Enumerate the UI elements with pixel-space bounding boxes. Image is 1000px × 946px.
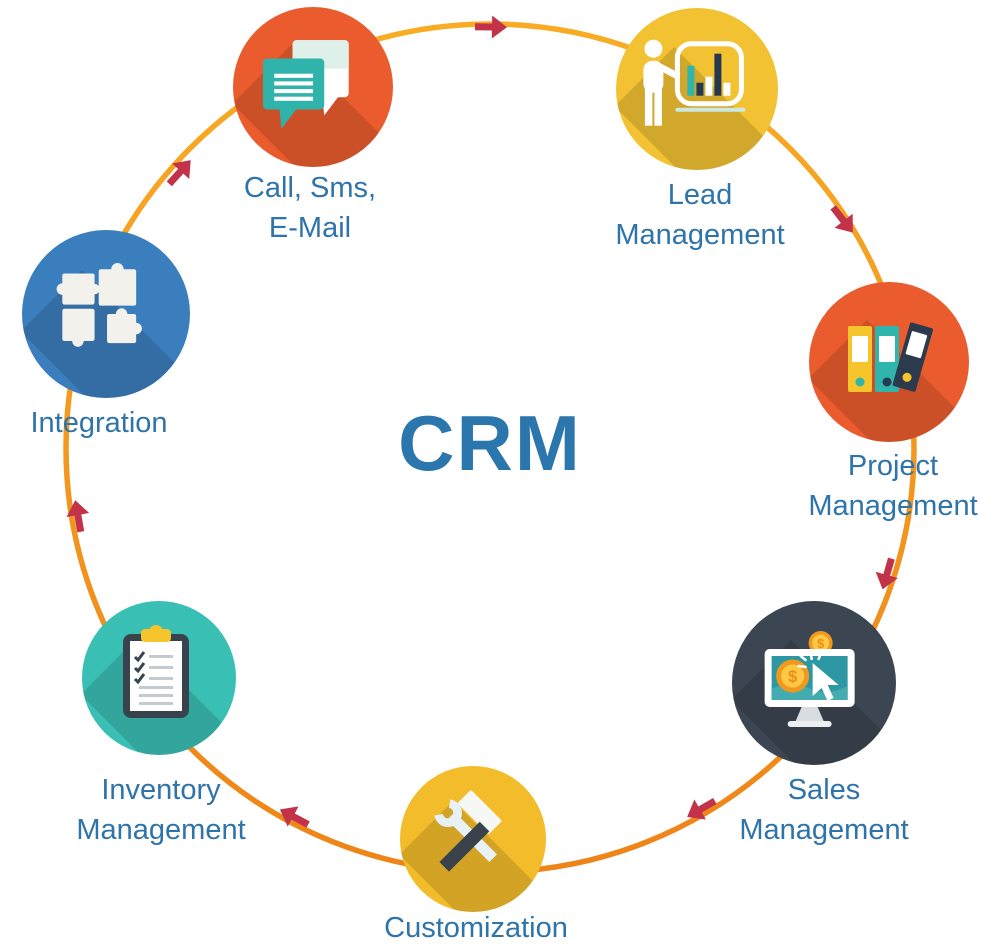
svg-text:$: $ — [788, 667, 798, 686]
puzzle-pieces-icon — [56, 263, 142, 347]
node-call-sms-email — [233, 7, 393, 167]
flow-arrow-top — [474, 15, 508, 39]
node-lead-management — [616, 8, 778, 170]
label-lead-management: Lead Management — [615, 179, 785, 251]
label-sales-management: Sales Management — [739, 774, 909, 846]
crm-title: CRM — [398, 399, 582, 487]
node-integration — [22, 230, 190, 398]
monitor-sales-icon: $ $ — [764, 631, 855, 727]
label-customization: Customization — [384, 912, 568, 944]
chat-bubbles-icon — [263, 40, 349, 129]
presentation-chart-icon — [643, 39, 746, 126]
label-integration: Integration — [30, 407, 168, 439]
binders-icon — [848, 322, 933, 392]
node-inventory-management — [82, 601, 236, 755]
label-project-management: Project Management — [808, 450, 978, 522]
node-sales-management: $ $ — [732, 601, 896, 765]
node-project-management — [809, 282, 969, 442]
label-inventory-management: Inventory Management — [76, 774, 246, 846]
hammer-wrench-icon — [434, 790, 502, 872]
clipboard-checklist-icon — [123, 625, 189, 718]
label-call-sms-email: Call, Sms, E-Mail — [243, 172, 377, 244]
node-customization — [400, 766, 546, 912]
svg-text:$: $ — [817, 636, 825, 651]
